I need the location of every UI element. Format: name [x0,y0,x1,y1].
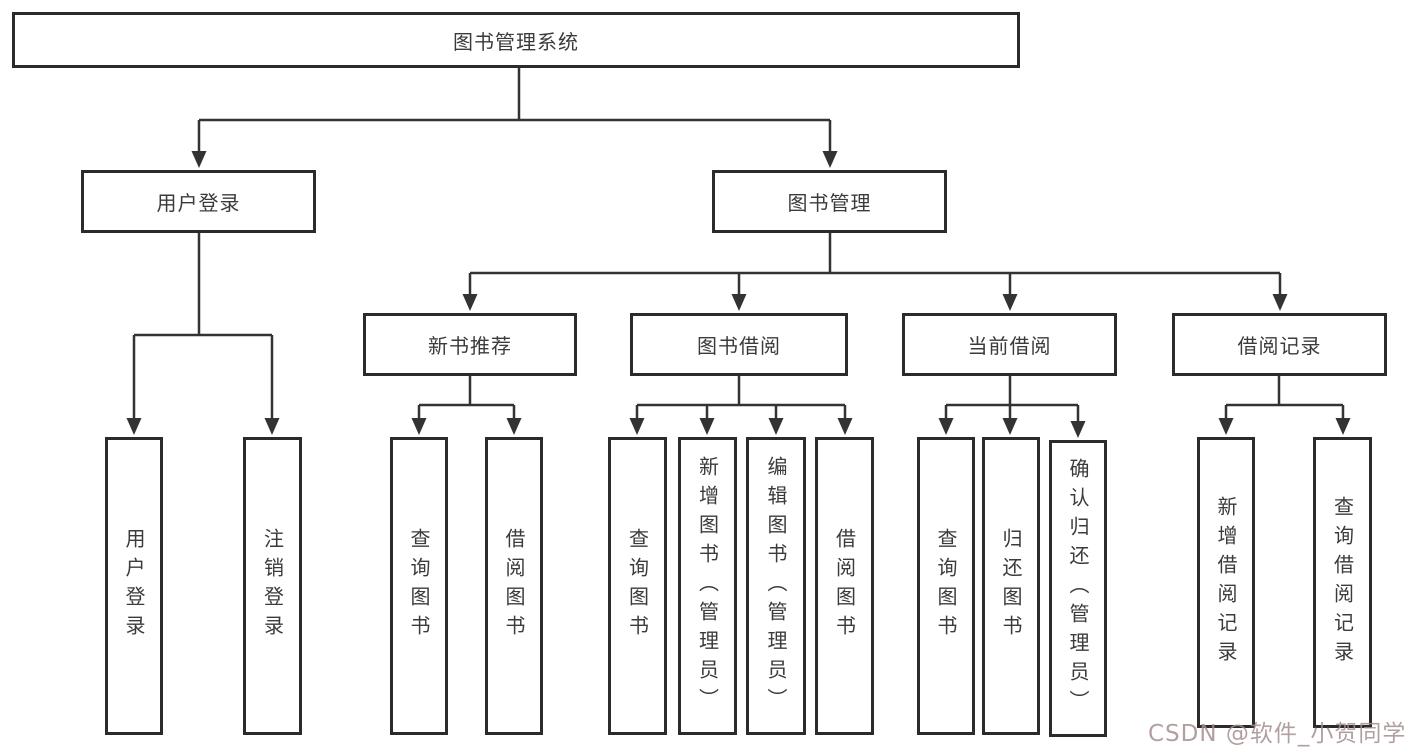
node-book-management-label: 图书管理 [787,191,872,215]
leaf-edit-book-admin: 编辑图书（管理员） [746,437,806,735]
node-new-book-recommend: 新书推荐 [363,313,577,376]
leaf-add-book-admin: 新增图书（管理员） [678,437,737,735]
node-book-borrow: 图书借阅 [630,313,848,376]
leaf-query-book-2-label: 查询图书 [625,528,650,644]
leaf-borrow-book-1-label: 借阅图书 [502,528,526,644]
node-book-borrow-label: 图书借阅 [697,334,781,358]
node-user-login: 用户登录 [81,170,316,233]
node-current-borrow-label: 当前借阅 [967,334,1052,358]
node-current-borrow: 当前借阅 [902,313,1117,376]
node-user-login-label: 用户登录 [156,191,241,215]
leaf-query-book-3: 查询图书 [917,437,975,735]
leaf-query-borrow-record: 查询借阅记录 [1313,437,1372,728]
node-borrow-records-label: 借阅记录 [1237,334,1322,358]
leaf-query-book-1-label: 查询图书 [407,528,431,644]
leaf-borrow-book-1: 借阅图书 [485,437,543,735]
leaf-user-login-label: 用户登录 [122,528,146,644]
leaf-user-login: 用户登录 [105,437,163,735]
leaf-logout: 注销登录 [243,437,302,735]
leaf-query-book-2: 查询图书 [608,437,667,735]
leaf-add-book-admin-label: 新增图书（管理员） [695,455,720,717]
leaf-confirm-return-admin-label: 确认归还（管理员） [1066,458,1090,719]
leaf-borrow-book-2-label: 借阅图书 [832,528,857,644]
leaf-confirm-return-admin: 确认归还（管理员） [1049,440,1107,737]
watermark: CSDN @软件_小贺同学 [1148,721,1405,747]
leaf-return-book: 归还图书 [982,437,1040,735]
leaf-query-borrow-record-label: 查询借阅记录 [1330,495,1355,670]
leaf-query-book-1: 查询图书 [390,437,448,735]
leaf-query-book-3-label: 查询图书 [934,528,958,644]
leaf-logout-label: 注销登录 [260,528,285,644]
node-root: 图书管理系统 [12,12,1020,68]
leaf-add-borrow-record: 新增借阅记录 [1197,437,1255,728]
leaf-edit-book-admin-label: 编辑图书（管理员） [764,455,788,717]
leaf-add-borrow-record-label: 新增借阅记录 [1214,495,1238,670]
node-root-label: 图书管理系统 [453,29,579,54]
node-borrow-records: 借阅记录 [1172,313,1387,376]
node-book-management: 图书管理 [712,170,947,233]
leaf-return-book-label: 归还图书 [999,528,1023,644]
node-new-book-recommend-label: 新书推荐 [428,334,512,358]
leaf-borrow-book-2: 借阅图书 [815,437,874,735]
